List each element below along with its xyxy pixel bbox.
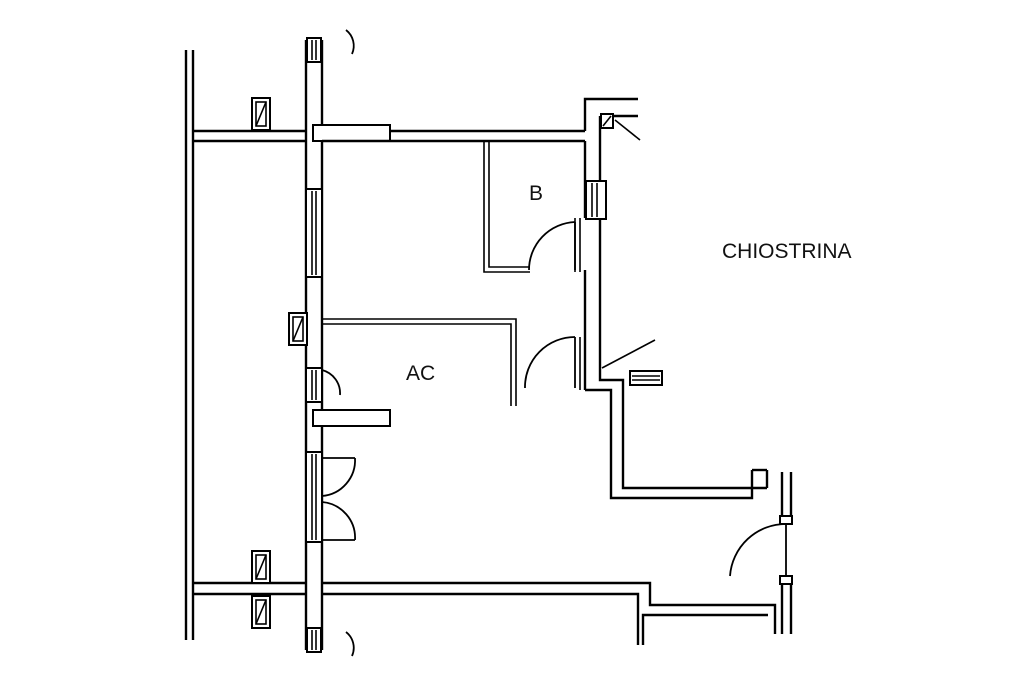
unit-top-wall bbox=[312, 124, 585, 143]
window-b bbox=[585, 180, 607, 220]
lower-cross-wall bbox=[193, 581, 306, 596]
courtyard-diagonal bbox=[601, 339, 663, 386]
upper-cross-wall bbox=[193, 129, 306, 143]
ac-partition bbox=[322, 318, 517, 406]
window-facade-2 bbox=[305, 367, 341, 403]
window-facade-1 bbox=[305, 188, 323, 278]
room-label-ac: AC bbox=[406, 362, 435, 385]
shaft-mid-left bbox=[288, 312, 308, 346]
shaft-top-left bbox=[251, 97, 271, 131]
window-facade-top bbox=[306, 29, 355, 63]
window-facade-bottom bbox=[306, 627, 355, 657]
interior-beam bbox=[312, 409, 391, 427]
shaft-bottom-left-1 bbox=[251, 550, 271, 584]
window-facade-french bbox=[305, 451, 356, 543]
unit-step-wall bbox=[585, 370, 793, 520]
door-b bbox=[528, 221, 576, 271]
shaft-bottom-left-2 bbox=[251, 595, 271, 629]
room-label-b: B bbox=[529, 182, 543, 205]
unit-right-wall bbox=[583, 97, 641, 390]
door-entrance bbox=[729, 515, 793, 634]
unit-bottom-wall bbox=[322, 581, 777, 645]
left-boundary-wall bbox=[184, 50, 195, 640]
door-ac bbox=[524, 336, 581, 390]
room-label-chiostrina: CHIOSTRINA bbox=[722, 240, 852, 263]
